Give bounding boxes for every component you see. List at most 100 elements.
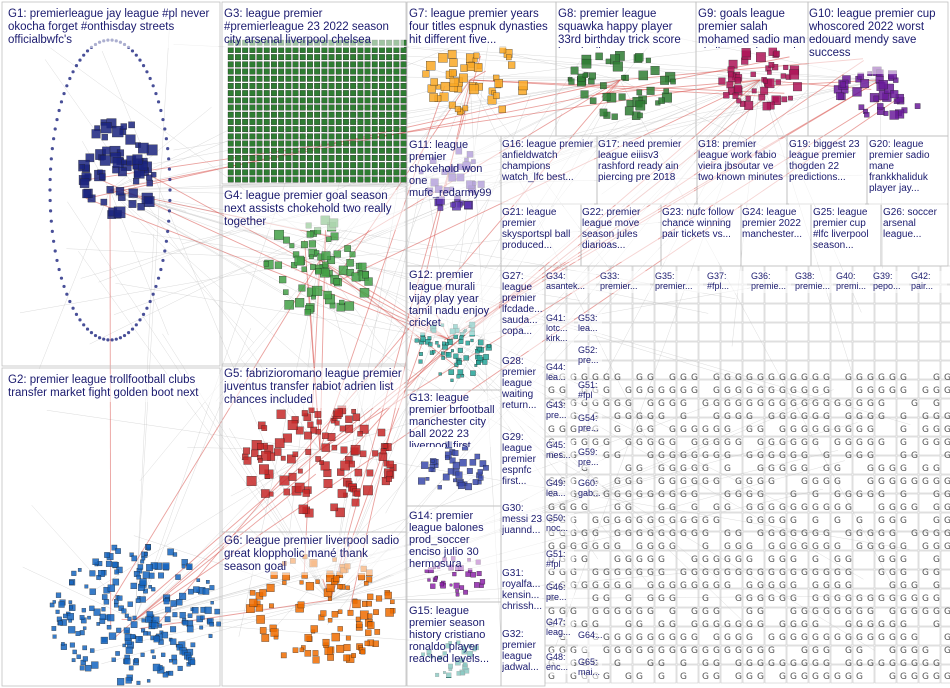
g3-node	[322, 90, 328, 96]
small-group-glyph: G	[570, 477, 577, 487]
g13-node	[448, 468, 454, 474]
small-group-glyph: G	[658, 399, 665, 409]
small-group-glyph: G	[603, 490, 610, 500]
small-group-glyph: G	[779, 399, 786, 409]
g2-node	[73, 650, 77, 654]
g15-node	[431, 656, 434, 659]
g3-node	[372, 112, 378, 118]
g3-node	[300, 83, 306, 89]
g7-node	[423, 71, 430, 78]
small-group-cell	[853, 304, 874, 322]
g1-node	[168, 209, 171, 212]
g4-node	[283, 290, 288, 295]
g3-node	[286, 141, 292, 147]
small-group-glyph: G	[823, 477, 830, 487]
small-group-glyph: G	[603, 373, 610, 383]
g8-node	[638, 113, 643, 118]
g12-node	[438, 345, 440, 347]
small-group-glyph: G	[933, 542, 940, 552]
g12-node	[441, 352, 444, 355]
g3-node	[271, 40, 277, 46]
g5-node	[275, 439, 284, 448]
g3-node	[379, 170, 385, 176]
small-group-glyph: G	[603, 399, 610, 409]
g4-node	[320, 268, 329, 277]
small-group-glyph: G	[900, 568, 907, 578]
small-group-glyph: G	[878, 399, 885, 409]
g15-node	[463, 663, 467, 667]
g1-node	[133, 178, 139, 184]
small-group-glyph: G	[911, 646, 918, 656]
g13-node	[458, 482, 465, 489]
small-group-glyph: G	[922, 594, 929, 604]
g12-node	[464, 356, 469, 361]
g3-node	[350, 177, 356, 183]
small-group-glyph: G	[625, 594, 632, 604]
g4-node	[331, 233, 338, 240]
small-group-glyph: G	[757, 425, 764, 435]
small-group-glyph: G	[669, 529, 676, 539]
small-group-glyph: G	[845, 529, 852, 539]
g3-node	[293, 83, 299, 89]
g4-node	[344, 245, 350, 251]
g2-node	[91, 662, 98, 669]
small-group-glyph: G	[944, 412, 950, 422]
g9-node	[723, 92, 729, 98]
g3-node	[372, 162, 378, 168]
small-group-glyph: G	[911, 659, 918, 669]
g12-node	[428, 342, 432, 346]
g6-node	[333, 558, 337, 562]
g12-node	[477, 355, 482, 360]
small-group-glyph: G	[614, 373, 621, 383]
g6-node	[358, 573, 365, 580]
small-group-glyph: G	[779, 373, 786, 383]
g10-node	[836, 93, 843, 100]
g3-node	[278, 134, 284, 140]
g1-node	[55, 118, 58, 121]
small-group-glyph: G	[834, 490, 841, 500]
g3-node	[307, 112, 313, 118]
g3-node	[336, 119, 342, 125]
g3-node	[250, 40, 256, 46]
g12-node	[432, 328, 436, 332]
small-group-glyph: G	[548, 399, 555, 409]
g11-node	[478, 181, 485, 188]
small-group-glyph: G	[779, 594, 786, 604]
small-group-glyph: G	[669, 594, 676, 604]
g3-node	[322, 141, 328, 147]
small-group-glyph: G	[592, 412, 599, 422]
g3-node	[228, 90, 234, 96]
small-group-glyph: G	[647, 542, 654, 552]
small-group-glyph: G	[658, 659, 665, 669]
g4-node	[264, 261, 269, 266]
g3-node	[350, 90, 356, 96]
small-group-cell	[721, 342, 742, 360]
g4-node	[360, 288, 369, 297]
g11-node	[464, 201, 471, 208]
small-group-glyph: G	[746, 568, 753, 578]
g1-node	[80, 179, 89, 188]
small-group-glyph: G	[713, 399, 720, 409]
small-group-glyph: G	[724, 373, 731, 383]
g13-node	[431, 459, 434, 462]
small-group-glyph: G	[757, 503, 764, 513]
g1-node	[161, 118, 164, 121]
edge	[327, 80, 760, 625]
small-group-glyph: G	[889, 581, 896, 591]
small-group-glyph: G	[757, 672, 764, 682]
g1-node	[114, 207, 125, 218]
small-group-glyph: G	[735, 555, 742, 565]
small-group-glyph: G	[548, 555, 555, 565]
g13-node	[456, 472, 463, 479]
small-group-glyph: G	[900, 490, 907, 500]
small-group-glyph: G	[746, 386, 753, 396]
g2-node	[136, 599, 140, 603]
g3-node	[358, 90, 364, 96]
g3-node	[307, 177, 313, 183]
g1-node	[127, 46, 130, 49]
small-group-glyph: G	[801, 373, 808, 383]
g2-node	[69, 606, 73, 610]
g10-node	[859, 105, 864, 110]
g2-node	[71, 571, 76, 576]
small-group-glyph: G	[867, 464, 874, 474]
